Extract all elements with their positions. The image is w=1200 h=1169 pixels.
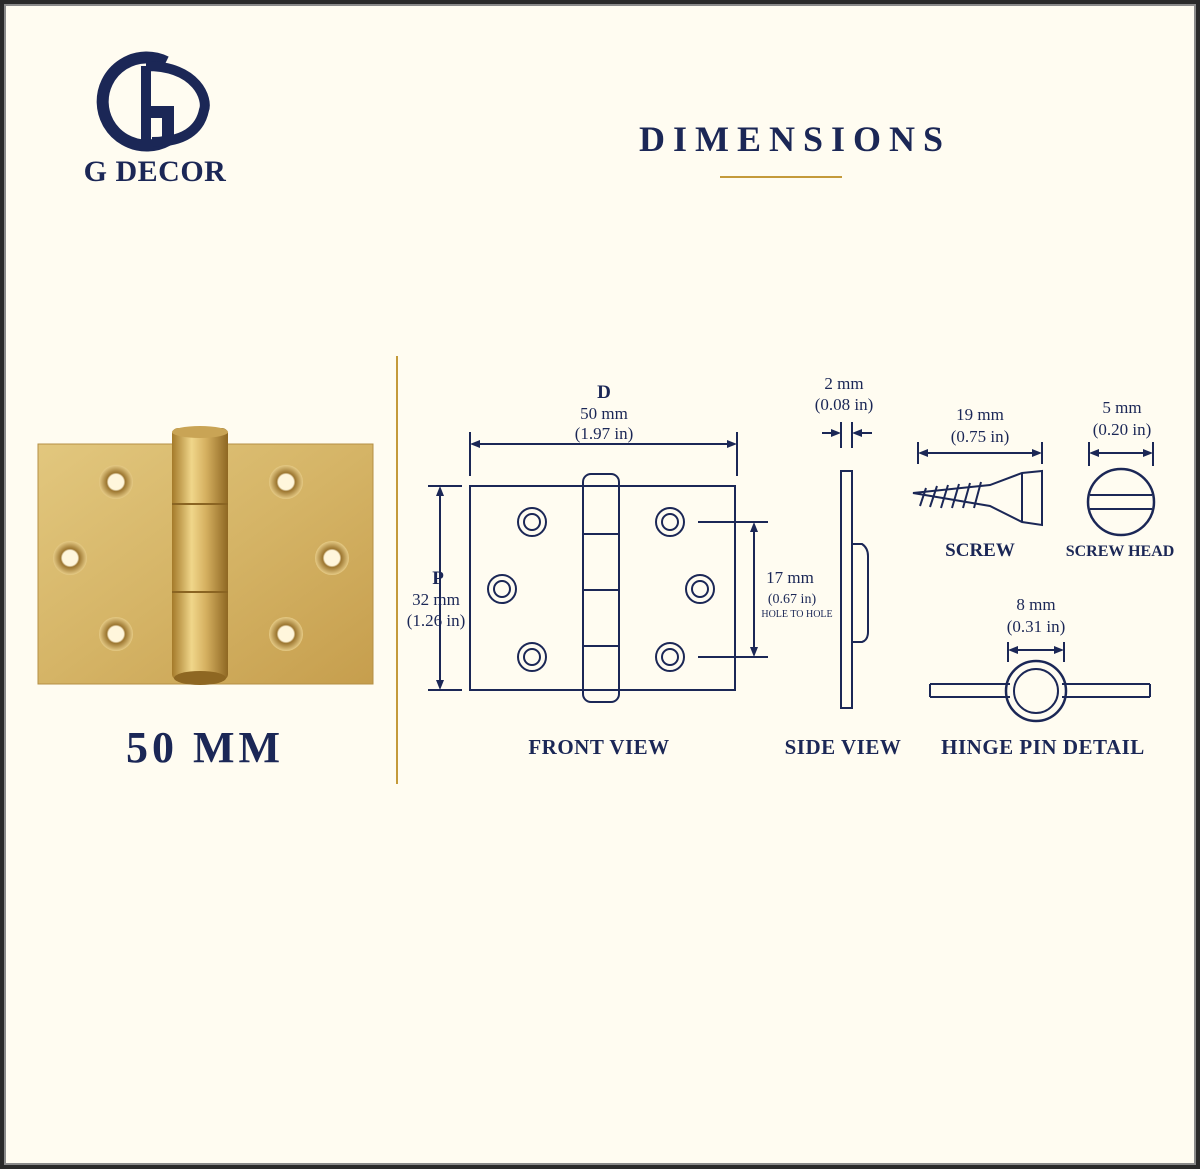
hole-in: (0.67 in) (768, 592, 817, 607)
side-view-leaf (840, 470, 853, 709)
screw-head-label: SCREW HEAD (1066, 543, 1175, 560)
hole-note: HOLE TO HOLE (761, 609, 832, 620)
front-view-knuckle (582, 473, 620, 703)
width-mm: 50 mm (580, 404, 628, 423)
side-thickness-mm: 2 mm (824, 374, 863, 393)
front-view-outline (469, 485, 736, 691)
screw-label: SCREW (945, 540, 1015, 561)
hinge-pin-icon (929, 659, 1151, 723)
front-view-label: FRONT VIEW (528, 735, 669, 759)
hinge-photo (37, 426, 374, 685)
product-size-label: 50 MM (125, 723, 285, 772)
screw-head-icon (1086, 467, 1156, 537)
height-letter: P (432, 568, 444, 589)
front-view-holes (487, 507, 715, 672)
screw-head-in: (0.20 in) (1093, 420, 1152, 439)
side-view-label: SIDE VIEW (785, 735, 902, 759)
page-title: DIMENSIONS (638, 119, 952, 159)
side-thickness-in: (0.08 in) (815, 395, 874, 414)
pin-diameter-mm: 8 mm (1016, 595, 1055, 614)
screw-icon (912, 469, 1043, 527)
side-view-knuckle (852, 543, 869, 643)
section-divider (396, 356, 398, 784)
screw-length-mm: 19 mm (956, 405, 1004, 424)
heading-underline (720, 176, 842, 178)
pin-diameter-in: (0.31 in) (1007, 617, 1066, 636)
hinge-pin-label: HINGE PIN DETAIL (941, 735, 1145, 759)
screw-length-in: (0.75 in) (951, 427, 1010, 446)
height-mm: 32 mm (412, 590, 460, 609)
width-in: (1.97 in) (575, 424, 634, 443)
height-in: (1.26 in) (407, 611, 466, 630)
brand-logo-icon (96, 51, 210, 152)
hole-mm: 17 mm (766, 568, 814, 587)
screw-head-mm: 5 mm (1102, 398, 1141, 417)
width-letter: D (597, 382, 611, 403)
dimension-drawing: D 50 mm (1.97 in) P 32 mm (1.26 in) 17 m… (407, 374, 1175, 759)
brand-name: G DECOR (83, 155, 227, 188)
